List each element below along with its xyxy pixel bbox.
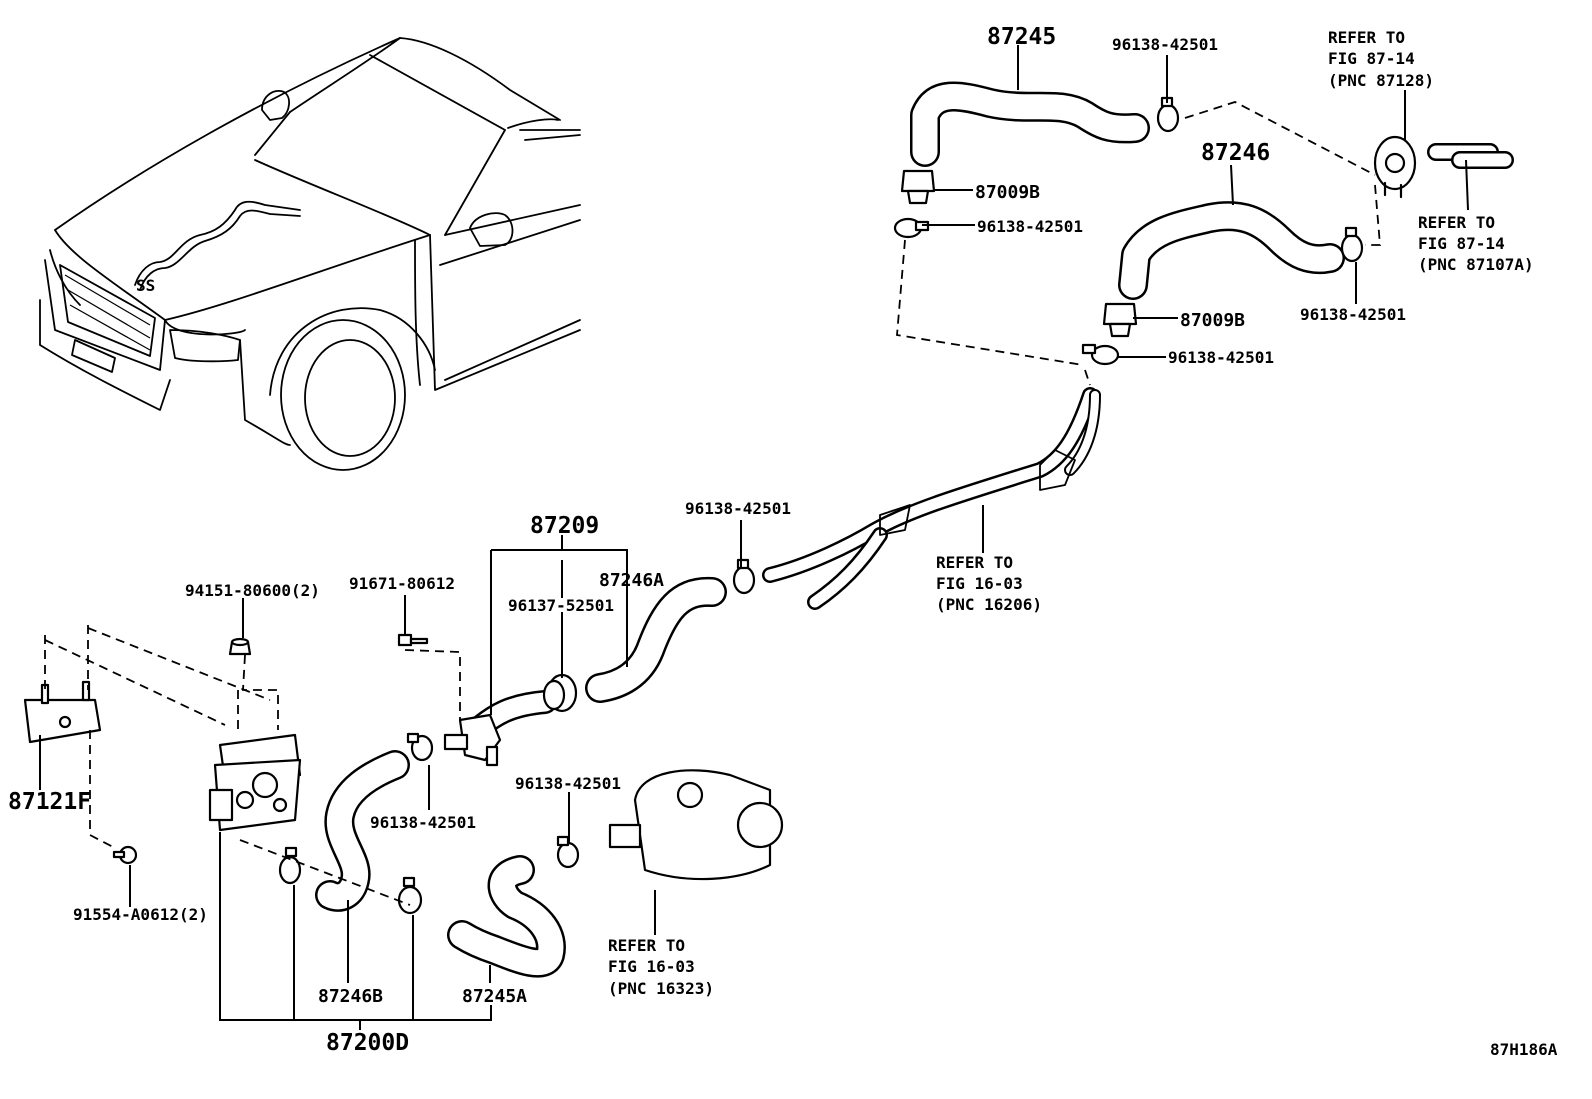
label-94151-80600: 94151-80600(2) bbox=[185, 581, 320, 600]
fitting-87128-icon bbox=[1373, 135, 1417, 199]
label-91671-80612: 91671-80612 bbox=[349, 574, 455, 593]
label-87246: 87246 bbox=[1201, 140, 1270, 166]
label-96137-52501: 96137-52501 bbox=[508, 596, 614, 615]
label-refer-16206-line1: REFER TO bbox=[936, 553, 1013, 572]
label-refer-16206-line2: FIG 16-03 bbox=[936, 574, 1023, 593]
valve-87209-icon bbox=[443, 713, 502, 767]
label-refer-87128-line2: FIG 87-14 bbox=[1328, 49, 1415, 68]
label-96138-42501-c: 96138-42501 bbox=[1300, 305, 1406, 324]
label-87009B-a: 87009B bbox=[975, 182, 1040, 203]
svg-text:SS: SS bbox=[136, 276, 155, 295]
part-labels: 87245 96138-42501 REFER TO FIG 87-14 (PN… bbox=[8, 24, 1558, 1059]
clamp-icon bbox=[556, 835, 580, 869]
clamp-icon bbox=[397, 876, 423, 915]
clamp-icon bbox=[1340, 226, 1364, 263]
dashed-leaders bbox=[44, 101, 1381, 906]
label-96138-42501-a: 96138-42501 bbox=[1112, 35, 1218, 54]
parts bbox=[23, 96, 1417, 915]
label-refer-16323-line2: FIG 16-03 bbox=[608, 957, 695, 976]
pump-87200D-icon bbox=[208, 733, 302, 832]
label-87246A: 87246A bbox=[599, 570, 664, 591]
label-refer-16323-line1: REFER TO bbox=[608, 936, 685, 955]
label-87209: 87209 bbox=[530, 513, 599, 539]
bracket-87121F-icon bbox=[23, 680, 102, 744]
label-91554-A0612: 91554-A0612(2) bbox=[73, 905, 208, 924]
label-96138-42501-d: 96138-42501 bbox=[1168, 348, 1274, 367]
vehicle-illustration: SS bbox=[39, 37, 581, 471]
figure-code: 87H186A bbox=[1490, 1040, 1558, 1059]
label-96138-42501-g: 96138-42501 bbox=[515, 774, 621, 793]
hoses bbox=[315, 81, 1514, 978]
clamp-icon bbox=[893, 217, 930, 239]
clamp-icon bbox=[542, 673, 578, 713]
clamp-icon bbox=[1081, 343, 1120, 366]
connector-87009B-icon bbox=[900, 169, 936, 205]
water-outlet-16323-icon bbox=[608, 769, 784, 881]
label-refer-16206-line3: (PNC 16206) bbox=[936, 595, 1042, 614]
nut-icon bbox=[228, 637, 252, 656]
label-87200D: 87200D bbox=[326, 1030, 409, 1056]
label-refer-87128-line3: (PNC 87128) bbox=[1328, 71, 1434, 90]
label-96138-42501-b: 96138-42501 bbox=[977, 217, 1083, 236]
label-87246B: 87246B bbox=[318, 986, 383, 1007]
clamp-icon bbox=[406, 732, 434, 762]
clamp-icon bbox=[732, 558, 756, 595]
label-96138-42501-e: 96138-42501 bbox=[685, 499, 791, 518]
label-87009B-b: 87009B bbox=[1180, 310, 1245, 331]
label-87245A: 87245A bbox=[462, 986, 527, 1007]
label-refer-87107A-line2: FIG 87-14 bbox=[1418, 234, 1505, 253]
label-96138-42501-f: 96138-42501 bbox=[370, 813, 476, 832]
bolt-icon bbox=[112, 845, 138, 865]
label-refer-16323-line3: (PNC 16323) bbox=[608, 979, 714, 998]
label-refer-87107A-line1: REFER TO bbox=[1418, 213, 1495, 232]
label-refer-87128-line1: REFER TO bbox=[1328, 28, 1405, 47]
bolt-icon bbox=[397, 633, 429, 647]
connector-87009B-icon bbox=[1102, 302, 1138, 338]
pipe-16206 bbox=[762, 387, 1098, 583]
leader-lines bbox=[39, 45, 1469, 1030]
label-87121F: 87121F bbox=[8, 789, 91, 815]
label-87245: 87245 bbox=[987, 24, 1056, 50]
label-refer-87107A-line3: (PNC 87107A) bbox=[1418, 255, 1534, 274]
clamp-icon bbox=[278, 846, 302, 885]
